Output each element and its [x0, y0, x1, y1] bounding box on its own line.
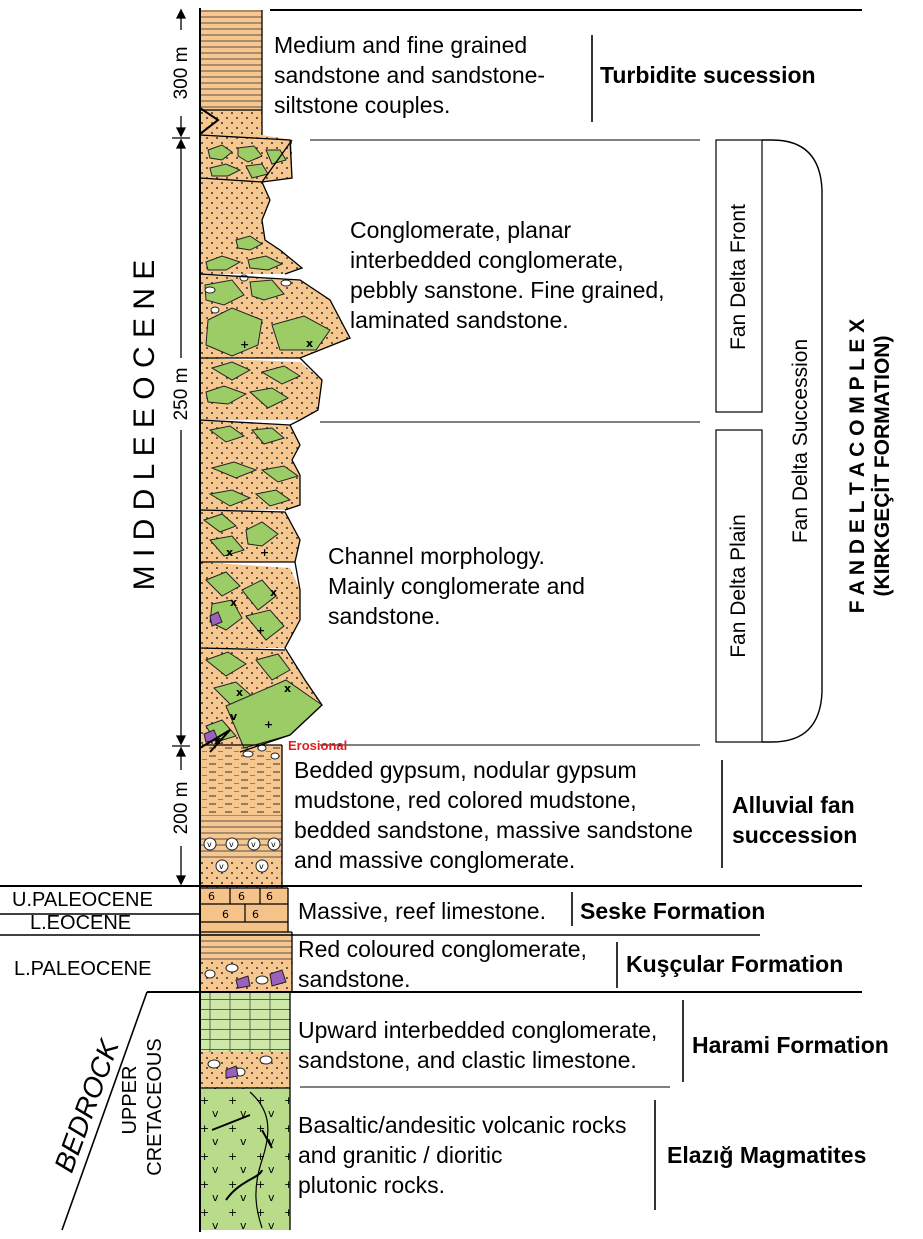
desc-line: Red coloured conglomerate, [298, 934, 587, 964]
svg-text:v: v [219, 862, 224, 871]
elazig-name: Elazığ Magmatites [667, 1140, 866, 1170]
svg-text:+: + [264, 718, 273, 731]
turbidite-layer [200, 10, 262, 110]
l-paleocene-label: L.PALEOCENE [14, 958, 151, 980]
alluvial-conglomerate [200, 860, 282, 888]
desc-line: interbedded conglomerate, [350, 245, 665, 275]
middle-eocene-label: M I D D L E E O C E N E [125, 65, 165, 785]
fan-plain-description: Channel morphology. Mainly conglomerate … [328, 541, 585, 631]
svg-text:v: v [230, 710, 238, 723]
svg-text:x: x [270, 586, 277, 599]
svg-text:+: + [256, 624, 265, 637]
desc-line: sandstone, and clastic limestone. [298, 1045, 657, 1075]
fan-complex-title: F A N D E L T A C O M P L E X [845, 256, 871, 676]
harami-description: Upward interbedded conglomerate, sandsto… [298, 1015, 657, 1075]
harami-name: Harami Formation [692, 1030, 889, 1060]
name-line: succession [732, 820, 857, 850]
cretaceous-label: CRETACEOUS [143, 1017, 167, 1197]
desc-line: Medium and fine grained [274, 30, 545, 60]
fan-delta-front-label: Fan Delta Front [726, 177, 752, 377]
desc-line: pebbly sanstone. Fine grained, [350, 275, 665, 305]
desc-line: sandstone. [328, 601, 585, 631]
svg-text:x: x [306, 337, 313, 350]
svg-text:v: v [271, 840, 276, 849]
svg-text:v: v [229, 840, 234, 849]
magmatic-rocks [200, 1088, 290, 1230]
svg-text:x: x [236, 686, 243, 699]
svg-text:6: 6 [238, 890, 245, 903]
desc-line: siltstone couples. [274, 90, 545, 120]
desc-line: plutonic rocks. [298, 1170, 627, 1200]
harami-conglomerate [200, 1052, 290, 1088]
thickness-200m: 200 m [171, 773, 193, 843]
svg-text:6: 6 [266, 890, 273, 903]
svg-text:v: v [207, 840, 212, 849]
seske-description: Massive, reef limestone. [298, 896, 546, 926]
svg-text:x: x [284, 682, 291, 695]
desc-line: Bedded gypsum, nodular gypsum [294, 755, 693, 785]
svg-text:v: v [251, 840, 256, 849]
desc-line: sandstone and sandstone- [274, 60, 545, 90]
fan-front-description: Conglomerate, planar interbedded conglom… [350, 215, 665, 335]
desc-line: bedded sandstone, massive sandstone [294, 815, 693, 845]
svg-text:6: 6 [252, 908, 259, 921]
desc-line: and massive conglomerate. [294, 845, 693, 875]
turbidite-name: Turbidite sucession [600, 60, 816, 90]
desc-line: and granitic / dioritic [298, 1140, 627, 1170]
thickness-250m: 250 m [171, 359, 193, 429]
kirkgecit-formation-label: (KIRKGEÇİT FORMATION) [869, 316, 897, 616]
name-line: Alluvial fan [732, 790, 857, 820]
alluvial-gypsum [200, 815, 282, 860]
desc-line: sandstone. [298, 964, 587, 994]
svg-text:6: 6 [208, 890, 215, 903]
svg-text:+: + [240, 338, 249, 351]
alluvial-description: Bedded gypsum, nodular gypsum mudstone, … [294, 755, 693, 875]
fan-delta-succession-label: Fan Delta Succession [788, 321, 814, 561]
svg-text:6: 6 [222, 908, 229, 921]
fan-delta-plain-label: Fan Delta Plain [726, 486, 752, 686]
elazig-description: Basaltic/andesitic volcanic rocks and gr… [298, 1110, 627, 1200]
thickness-300m: 300 m [171, 38, 193, 108]
harami-limestone [200, 992, 290, 1052]
svg-text:v: v [259, 862, 264, 871]
desc-line: mudstone, red colored mudstone, [294, 785, 693, 815]
erosional-label: Erosional [288, 738, 347, 753]
desc-line: Channel morphology. [328, 541, 585, 571]
svg-text:x: x [230, 596, 237, 609]
seske-name: Seske Formation [580, 896, 765, 926]
u-paleocene-label: U.PALEOCENE [12, 889, 153, 911]
alluvial-name: Alluvial fan succession [732, 790, 857, 850]
svg-text:x: x [226, 546, 233, 559]
kuscular-description: Red coloured conglomerate, sandstone. [298, 934, 587, 994]
kuscular-name: Kuşçular Formation [626, 949, 843, 979]
kuscular-red [200, 932, 292, 962]
thickness-brackets [172, 10, 190, 886]
desc-line: Basaltic/andesitic volcanic rocks [298, 1110, 627, 1140]
svg-text:+: + [260, 546, 269, 559]
desc-line: Upward interbedded conglomerate, [298, 1015, 657, 1045]
desc-line: Conglomerate, planar [350, 215, 665, 245]
desc-line: Mainly conglomerate and [328, 571, 585, 601]
desc-line: laminated sandstone. [350, 305, 665, 335]
l-eocene-label: L.EOCENE [30, 912, 131, 934]
turbidite-description: Medium and fine grained sandstone and sa… [274, 30, 545, 120]
alluvial-mudstone [200, 745, 282, 815]
